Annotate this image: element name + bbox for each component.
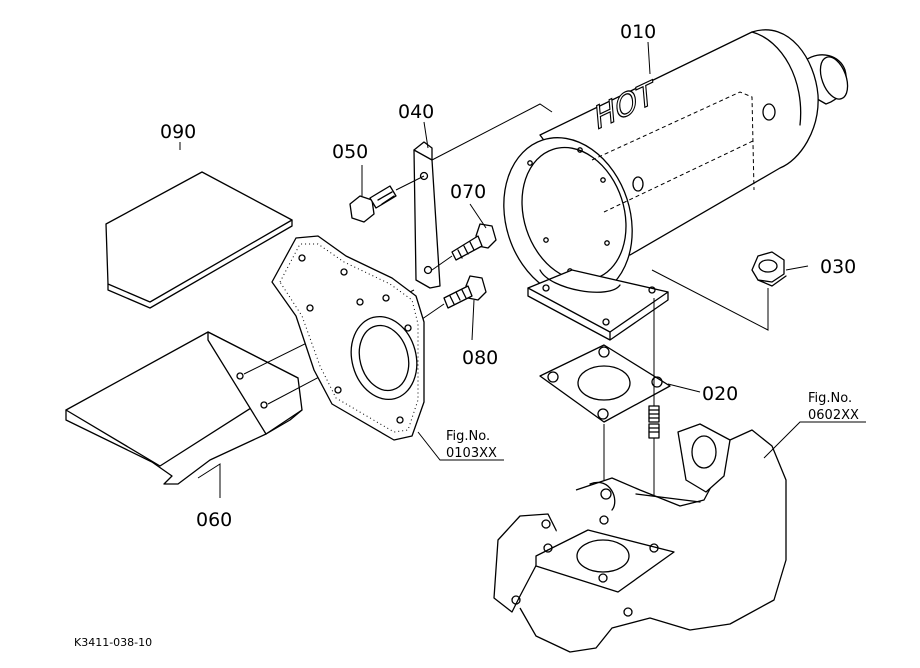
drawing-code: K3411-038-10: [74, 636, 152, 649]
fig-ref-0103-number: 0103XX: [446, 446, 497, 461]
fig-ref-0103-title: Fig.No.: [446, 429, 490, 444]
fig-ref-0602-number: 0602XX: [808, 408, 859, 423]
part-label-050: 050: [332, 141, 368, 163]
part-label-080: 080: [462, 347, 498, 369]
part-label-010: 010: [620, 21, 656, 43]
part-label-040: 040: [398, 101, 434, 123]
leader-lines: [179, 41, 866, 498]
part-label-060: 060: [196, 509, 232, 531]
part-label-030: 030: [820, 256, 856, 278]
exhaust-gasket-plate: [271, 235, 425, 441]
bolt-080: [411, 275, 487, 327]
part-label-090: 090: [160, 121, 196, 143]
part-label-020: 020: [702, 383, 738, 405]
bolt-070: [431, 223, 497, 271]
insulation-pad-090: [105, 171, 293, 309]
bolt-050: [349, 175, 425, 223]
nut-030: [751, 251, 787, 287]
fig-ref-0602-title: Fig.No.: [808, 391, 852, 406]
exhaust-manifold: [493, 423, 787, 653]
bracket-040: [413, 141, 441, 289]
part-label-070: 070: [450, 181, 486, 203]
muffler-010: HOT: [431, 29, 849, 341]
gasket-020: [539, 344, 671, 423]
stud-bolt: [648, 405, 660, 439]
